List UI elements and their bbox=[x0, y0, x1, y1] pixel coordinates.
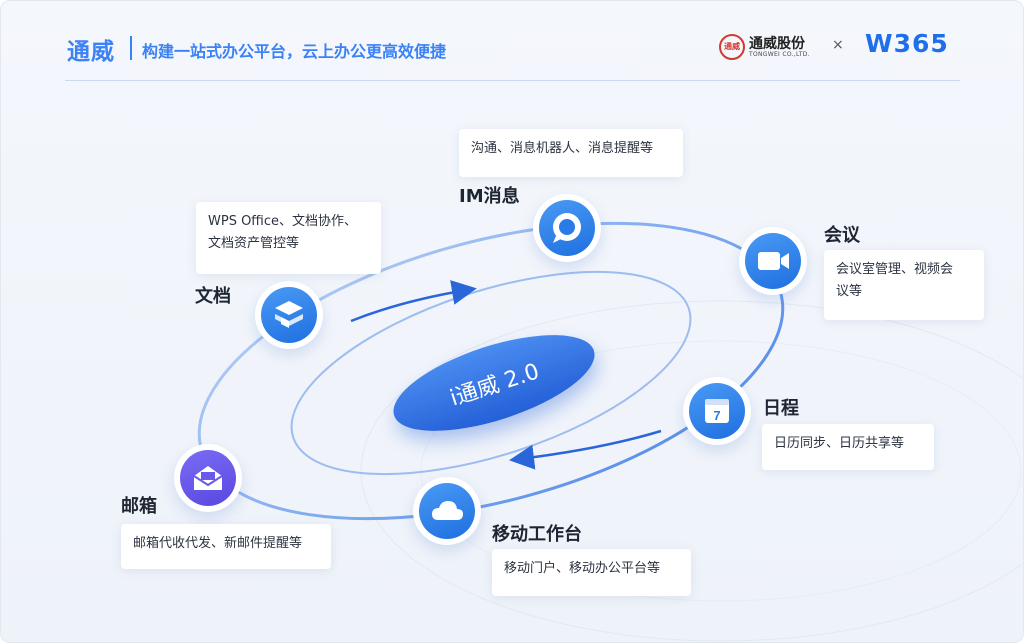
chat-icon bbox=[553, 213, 581, 243]
docs-desc-line1: WPS Office、文档协作、 bbox=[208, 214, 358, 229]
docs-desc-line2: 文档资产管控等 bbox=[208, 236, 300, 251]
partner-name: 通威股份 bbox=[749, 36, 805, 52]
im-desc: 沟通、消息机器人、消息提醒等 bbox=[471, 141, 654, 156]
layers-icon bbox=[275, 301, 303, 328]
arrow-down bbox=[509, 429, 662, 470]
schedule-title: 日程 bbox=[763, 398, 799, 419]
w365-logo: W365 bbox=[865, 29, 949, 58]
times-sign: × bbox=[832, 37, 844, 53]
docs-card: WPS Office、文档协作、 文档资产管控等 bbox=[196, 202, 381, 274]
mail-title: 邮箱 bbox=[121, 496, 157, 517]
schedule-node[interactable]: 7 bbox=[683, 377, 751, 445]
im-card: 沟通、消息机器人、消息提醒等 bbox=[459, 129, 683, 177]
docs-node[interactable] bbox=[255, 281, 323, 349]
tongwei-seal-icon: 通威 bbox=[719, 34, 745, 60]
meeting-node[interactable] bbox=[739, 227, 807, 295]
brand-title: 通威 bbox=[67, 39, 115, 65]
mobile-title: 移动工作台 bbox=[492, 524, 582, 545]
meeting-desc-line1: 会议室管理、视频会 bbox=[836, 262, 954, 277]
brand-tagline: 构建一站式办公平台，云上办公更高效便捷 bbox=[142, 42, 447, 61]
calendar-icon: 7 bbox=[705, 399, 729, 423]
meeting-title: 会议 bbox=[824, 225, 860, 246]
schedule-desc: 日历同步、日历共享等 bbox=[774, 436, 905, 451]
video-camera-icon bbox=[758, 252, 789, 270]
mobile-node[interactable] bbox=[413, 477, 481, 545]
calendar-day: 7 bbox=[713, 408, 720, 423]
meeting-card: 会议室管理、视频会 议等 bbox=[824, 250, 984, 320]
header-rule bbox=[65, 80, 960, 81]
mail-desc: 邮箱代收代发、新邮件提醒等 bbox=[133, 536, 303, 551]
mail-node[interactable] bbox=[174, 444, 242, 512]
schedule-card: 日历同步、日历共享等 bbox=[762, 424, 934, 470]
mobile-card: 移动门户、移动办公平台等 bbox=[492, 549, 691, 596]
envelope-icon bbox=[193, 466, 223, 490]
header-divider bbox=[130, 36, 132, 60]
mobile-desc: 移动门户、移动办公平台等 bbox=[504, 561, 661, 576]
arrow-up bbox=[350, 280, 477, 323]
partner-logo: 通威 通威股份 TONGWEI CO.,LTD. bbox=[719, 31, 819, 63]
partner-subtitle: TONGWEI CO.,LTD. bbox=[749, 51, 810, 58]
meeting-desc-line2: 议等 bbox=[836, 284, 863, 299]
im-node[interactable] bbox=[533, 194, 601, 262]
cloud-icon bbox=[432, 501, 463, 520]
im-title: IM消息 bbox=[459, 186, 520, 207]
docs-title: 文档 bbox=[195, 286, 231, 307]
mail-card: 邮箱代收代发、新邮件提醒等 bbox=[121, 524, 331, 569]
